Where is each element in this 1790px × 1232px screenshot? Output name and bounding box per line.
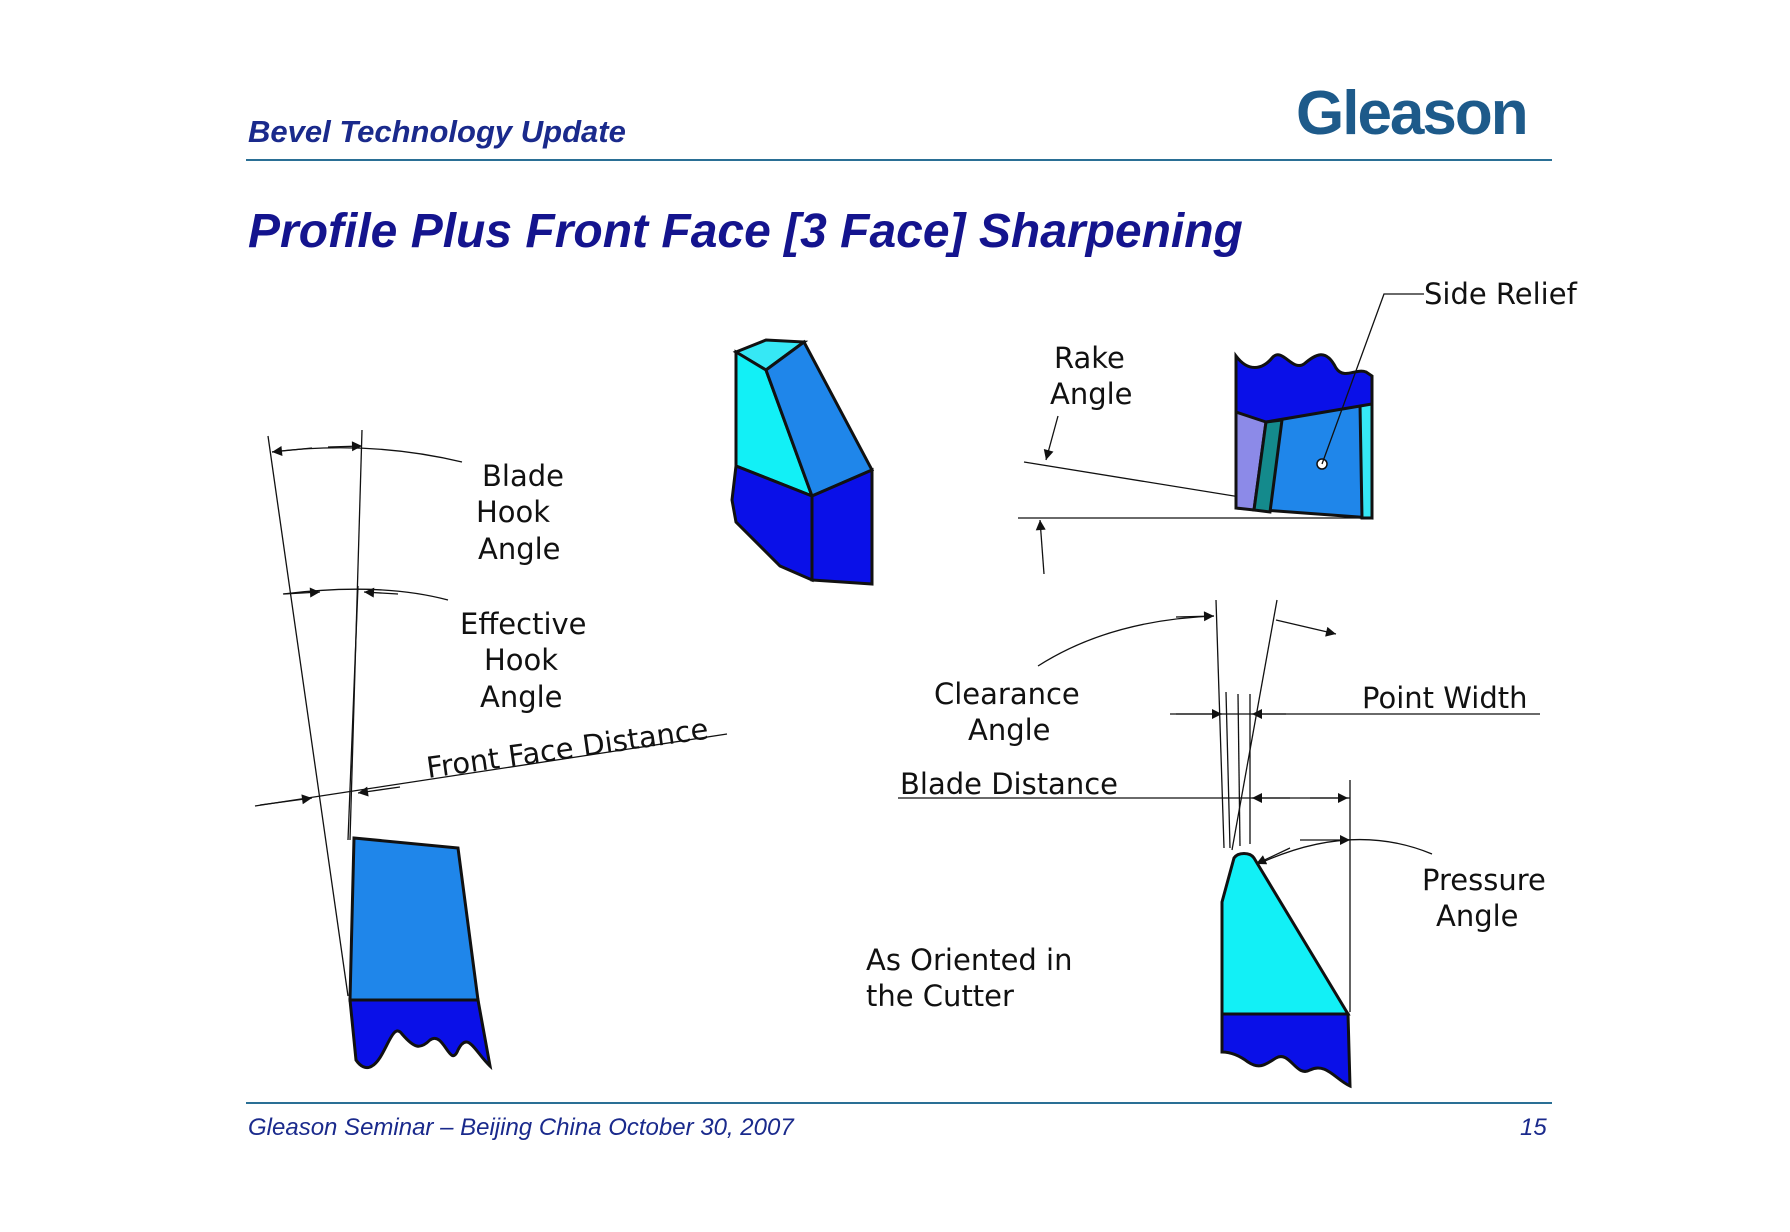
oriented-blade-base bbox=[1220, 1012, 1352, 1089]
left-blade-side-view bbox=[254, 429, 728, 1071]
header-divider bbox=[246, 159, 1552, 161]
effective-hook-angle-line2: Hook bbox=[484, 643, 558, 677]
presentation-subtitle: Bevel Technology Update bbox=[248, 114, 626, 149]
slide-title: Profile Plus Front Face [3 Face] Sharpen… bbox=[248, 205, 1243, 258]
clearance-angle-label: Clearance Angle bbox=[934, 677, 1080, 747]
as-oriented-label: As Oriented in the Cutter bbox=[866, 943, 1072, 1013]
blade-distance-label: Blade Distance bbox=[900, 767, 1118, 801]
rake-angle-line1: Rake bbox=[1054, 341, 1125, 375]
left-blade-base bbox=[348, 998, 493, 1071]
footer-text: Gleason Seminar – Beijing China October … bbox=[248, 1114, 794, 1141]
effective-hook-angle-line1: Effective bbox=[460, 607, 587, 641]
point-width-label: Point Width bbox=[1362, 681, 1527, 715]
blade-hook-angle-label: Blade Hook Angle bbox=[476, 459, 564, 566]
pressure-angle-line1: Pressure bbox=[1422, 863, 1546, 897]
rake-angle-line2: Angle bbox=[1050, 377, 1133, 411]
gleason-logo: Gleason bbox=[1296, 79, 1529, 148]
hook-reference-line bbox=[267, 435, 349, 997]
effective-hook-angle-line3: Angle bbox=[480, 680, 563, 714]
clearance-angle-line1: Clearance bbox=[934, 677, 1080, 711]
as-oriented-line2: the Cutter bbox=[866, 979, 1014, 1013]
rake-blade-top bbox=[1234, 351, 1374, 424]
footer-divider bbox=[246, 1102, 1552, 1104]
blade-lower-side bbox=[810, 467, 874, 586]
side-relief-leader bbox=[1321, 293, 1424, 465]
blade-hook-angle-line3: Angle bbox=[478, 532, 561, 566]
effective-hook-angle-arc bbox=[282, 588, 449, 601]
pressure-angle-label: Pressure Angle bbox=[1422, 863, 1546, 933]
effective-hook-angle-label: Effective Hook Angle bbox=[460, 607, 587, 714]
clearance-angle-arc bbox=[1037, 615, 1215, 667]
blade-hook-angle-arc bbox=[271, 447, 463, 463]
front-face-distance-label: Front Face Distance bbox=[424, 712, 710, 785]
as-oriented-line1: As Oriented in bbox=[866, 943, 1072, 977]
clearance-reference-line bbox=[1215, 599, 1225, 849]
effective-reference-line bbox=[347, 585, 359, 841]
clearance-angle-line2: Angle bbox=[968, 713, 1051, 747]
rake-blade-edge-right bbox=[1358, 400, 1374, 520]
center-blade-3d-view bbox=[730, 338, 875, 586]
rake-angle-label: Rake Angle bbox=[1050, 341, 1133, 411]
page-number: 15 bbox=[1520, 1114, 1547, 1141]
side-relief-label: Side Relief bbox=[1424, 277, 1578, 311]
oriented-blade-face bbox=[1220, 852, 1351, 1016]
rake-view-blade bbox=[1018, 293, 1424, 575]
pressure-angle-line2: Angle bbox=[1436, 899, 1519, 933]
left-blade-face bbox=[348, 836, 480, 1002]
blade-hook-angle-line2: Hook bbox=[476, 495, 550, 529]
blade-hook-angle-line1: Blade bbox=[482, 459, 564, 493]
oriented-blade bbox=[898, 599, 1540, 1089]
front-face-distance-line bbox=[254, 733, 728, 807]
